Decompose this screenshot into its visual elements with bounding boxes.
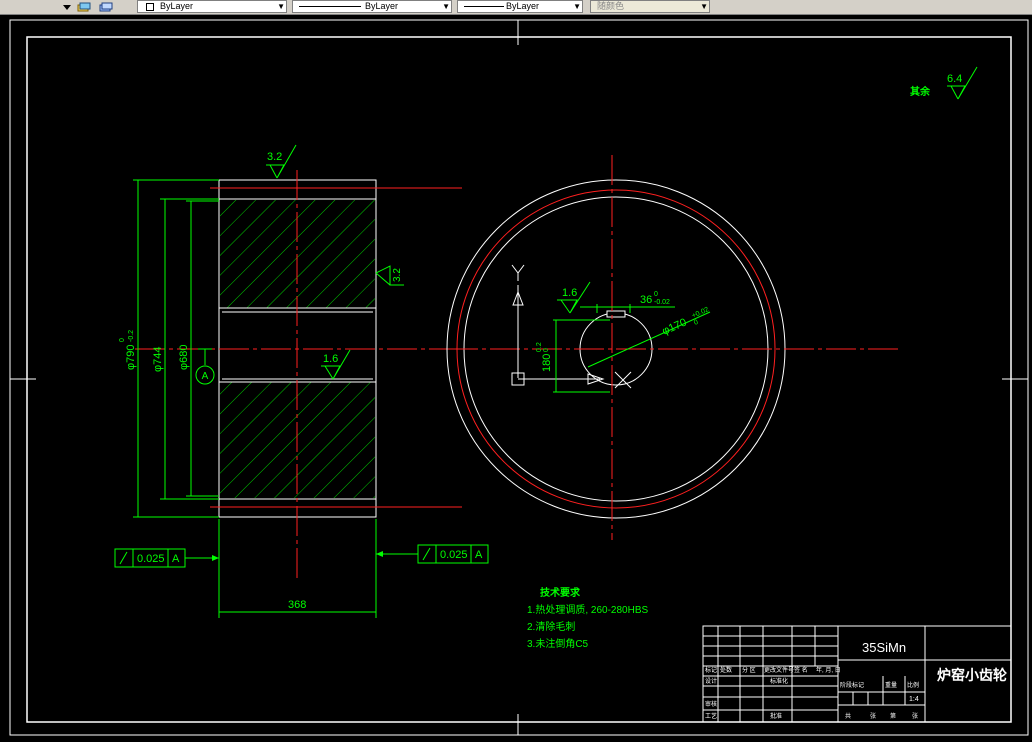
dim-od-tol-lower: -0.2 bbox=[128, 330, 135, 342]
tech-title: 技术要求 bbox=[540, 586, 581, 599]
roughness-top-symbol: 3.2 bbox=[266, 144, 297, 179]
gear-front-view bbox=[446, 155, 900, 540]
lineweight-control-combo[interactable]: ByLayer ▼ bbox=[457, 0, 583, 13]
dim-width-text: 368 bbox=[288, 599, 306, 611]
key-width-text: 36 bbox=[640, 294, 652, 306]
dim-od-text: φ790 bbox=[125, 345, 137, 371]
technical-requirements: 技术要求 1.热处理调质, 260-280HBS 2.清除毛刺 3.未注倒角C5 bbox=[527, 586, 648, 650]
tech-item-2: 2.清除毛刺 bbox=[527, 620, 575, 633]
material-text: 35SiMn bbox=[862, 640, 906, 655]
tb-sheet-label: 张 bbox=[870, 712, 876, 720]
tb-label-mark: 标记 bbox=[705, 666, 717, 674]
dim-680-text: φ680 bbox=[178, 345, 190, 371]
title-block bbox=[702, 625, 1012, 723]
key-depth-tol-lower: 0 bbox=[543, 348, 550, 352]
tb-label-doc: 更改文件号 bbox=[764, 666, 794, 674]
title-block-text: 35SiMn 炉窑小齿轮 1:4 标记 处数 分 区 更改文件号 签 名 年, … bbox=[705, 640, 1007, 720]
roughness-other-value: 6.4 bbox=[947, 73, 962, 85]
part-name-text: 炉窑小齿轮 bbox=[937, 667, 1007, 683]
bore-dia-text: φ170 bbox=[660, 316, 688, 337]
color-control-combo[interactable]: ByLayer ▼ bbox=[137, 0, 287, 13]
runout-left-datum: A bbox=[172, 553, 180, 565]
color-swatch-icon bbox=[146, 3, 154, 11]
plotstyle-combo-value: 随颜色 bbox=[597, 1, 625, 11]
key-depth-tol-upper: 0.2 bbox=[536, 342, 543, 352]
roughness-other-symbol: 其余 6.4 bbox=[910, 66, 978, 100]
bore-tol-upper: +0.02 bbox=[691, 306, 710, 320]
chevron-down-icon[interactable]: ▼ bbox=[573, 2, 581, 11]
dim-od-tol-upper: 0 bbox=[119, 338, 126, 342]
plotstyle-control-combo[interactable]: 随颜色 ▼ bbox=[590, 0, 710, 13]
sheet-frame bbox=[9, 19, 1029, 736]
runout-right-datum: A bbox=[475, 549, 483, 561]
tb-label-zone: 分 区 bbox=[742, 666, 756, 674]
linetype-combo-value: ByLayer bbox=[365, 1, 399, 11]
roughness-side-symbol: 3.2 bbox=[375, 265, 404, 286]
layer-dropdown-arrow-icon[interactable] bbox=[60, 0, 74, 11]
drawing-canvas[interactable]: 其余 6.4 bbox=[0, 15, 1032, 742]
datum-a-label: A bbox=[202, 371, 209, 382]
dim-od: φ790 0 -0.2 bbox=[119, 330, 137, 370]
ucs-icon bbox=[511, 264, 632, 389]
bore-tol-lower: 0 bbox=[693, 319, 700, 327]
tb-sheet-no-label: 第 bbox=[890, 712, 896, 720]
bore-dia-dim: φ170 +0.02 0 bbox=[660, 306, 710, 338]
make-layer-current-icon[interactable] bbox=[76, 0, 91, 12]
chevron-down-icon[interactable]: ▼ bbox=[700, 2, 708, 11]
gear-section-view bbox=[135, 170, 462, 580]
tb-standardize: 标准化 bbox=[770, 677, 788, 685]
layer-previous-icon[interactable] bbox=[98, 0, 113, 12]
tb-label-count: 处数 bbox=[720, 666, 732, 674]
right-dimensions bbox=[553, 281, 711, 393]
tb-process: 工艺 bbox=[705, 712, 717, 720]
roughness-bore-symbol: 1.6 bbox=[321, 349, 351, 380]
tb-label-sign: 签 名 bbox=[794, 666, 808, 674]
tb-weight: 重量 bbox=[885, 681, 897, 689]
linetype-sample-icon bbox=[299, 6, 361, 7]
color-combo-value: ByLayer bbox=[160, 1, 194, 11]
roughness-bore-value: 1.6 bbox=[323, 353, 338, 365]
scale-text: 1:4 bbox=[909, 696, 919, 703]
tb-sheet-total: 共 bbox=[845, 712, 851, 720]
tb-design: 设计 bbox=[705, 677, 717, 685]
tb-scale-label: 比例 bbox=[907, 681, 919, 689]
key-width-dim: 36 0 -0.02 bbox=[640, 291, 670, 306]
roughness-keyway-value: 1.6 bbox=[562, 287, 577, 299]
chevron-down-icon[interactable]: ▼ bbox=[442, 2, 450, 11]
tech-item-3: 3.未注倒角C5 bbox=[527, 637, 589, 650]
key-width-tol-lower: -0.02 bbox=[654, 299, 670, 306]
roughness-side-value: 3.2 bbox=[392, 268, 403, 282]
roughness-top-value: 3.2 bbox=[267, 151, 282, 163]
lineweight-sample-icon bbox=[464, 6, 504, 7]
linetype-control-combo[interactable]: ByLayer ▼ bbox=[292, 0, 452, 13]
runout-right-value: 0.025 bbox=[440, 549, 468, 561]
dim-744-text: φ744 bbox=[152, 347, 164, 373]
runout-left-value: 0.025 bbox=[137, 553, 165, 565]
tb-label-date: 年, 月, 日 bbox=[816, 666, 841, 674]
roughness-other-label: 其余 bbox=[910, 85, 931, 98]
tb-sheet-no-suffix: 张 bbox=[912, 712, 918, 720]
runout-frame-right: 0.025 A bbox=[376, 544, 489, 564]
tech-item-1: 1.热处理调质, 260-280HBS bbox=[527, 603, 648, 616]
tb-review: 审核 bbox=[705, 700, 717, 708]
runout-frame-left: 0.025 A bbox=[114, 548, 219, 568]
key-depth-text: 180 bbox=[541, 354, 553, 372]
tb-stage-marks: 阶段标记 bbox=[840, 681, 864, 689]
chevron-down-icon[interactable]: ▼ bbox=[277, 2, 285, 11]
tb-approve: 批准 bbox=[770, 712, 782, 720]
key-width-tol-upper: 0 bbox=[654, 291, 658, 298]
lineweight-combo-value: ByLayer bbox=[506, 1, 540, 11]
key-depth-dim: 180 0.2 0 bbox=[536, 342, 553, 372]
left-dimensions bbox=[133, 179, 377, 618]
properties-toolbar: ByLayer ▼ ByLayer ▼ ByLayer ▼ 随颜色 ▼ bbox=[0, 0, 1032, 15]
